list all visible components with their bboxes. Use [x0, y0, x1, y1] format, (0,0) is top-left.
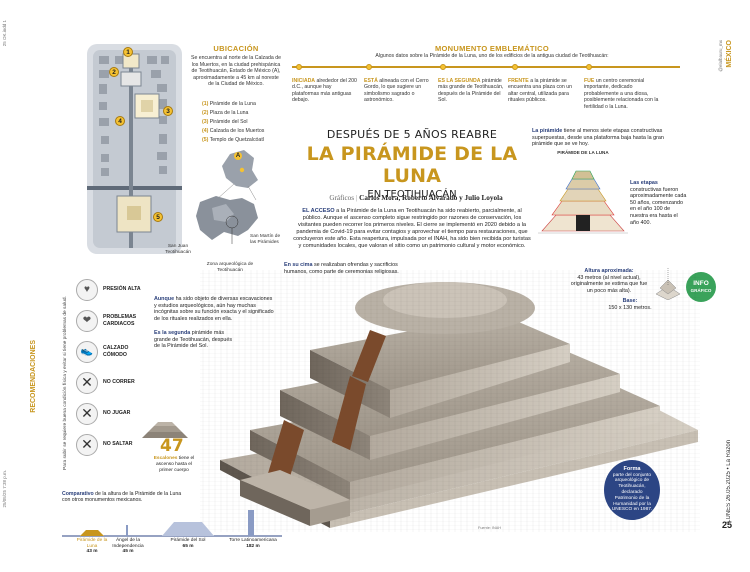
map-marker-2: 2	[109, 67, 119, 77]
credits: Gráficos | Carlos Mora, Roberto Alvarado…	[329, 194, 503, 202]
etapas-diagram: PIRÁMIDE DE LA LUNA	[538, 150, 628, 240]
etapas-desc: constructivas fueron aproximadamente cad…	[630, 186, 687, 226]
annotation-forma: Forma parte del conjunto arqueológico de…	[604, 460, 660, 520]
monumento-header: MONUMENTO EMBLEMÁTICO Algunos datos sobr…	[292, 44, 692, 60]
label-san-juan: San Juan Teotihuacán	[165, 244, 191, 255]
monumento-subtitle: Algunos datos sobre la Pirámide de la Lu…	[375, 53, 609, 59]
compare-item-2: Ángel de la Independencia 45 m	[112, 538, 144, 555]
margin-slug-top: 25 OK.indd 1	[2, 20, 7, 47]
intro-text: EL ACCESO a la Pirámide de la Luna en Te…	[293, 208, 531, 249]
section-label: MÉXICO	[726, 40, 733, 68]
recomendaciones-subtitle: Para subir se requiere buena condición f…	[63, 296, 68, 470]
compare-item-4: Torre Latinoamericana 182 m	[229, 538, 277, 549]
rec-item-6: ✕ NO SALTAR	[76, 429, 156, 460]
timeline-line	[292, 66, 680, 68]
recomendaciones-title: RECOMENDACIONES	[30, 340, 37, 413]
map-marker-5: 5	[153, 212, 163, 222]
ubicacion-text: Se encuentra al norte de la Calzada de l…	[191, 55, 281, 88]
rec-item-4: ✕ NO CORRER	[76, 367, 156, 398]
altura-diagram-graphic	[655, 268, 681, 301]
base-text: 150 x 130 metros.	[608, 304, 652, 311]
comparativo-chart: Pirámide de la Luna 43 m Ángel de la Ind…	[62, 508, 282, 568]
headline-main: LA PIRÁMIDE DE LA LUNA	[306, 143, 518, 187]
map-marker-1: 1	[123, 47, 133, 57]
legend-item-3: (3) Pirámide del Sol	[202, 119, 248, 125]
etapas-diagram-label: PIRÁMIDE DE LA LUNA	[557, 150, 609, 155]
recomendaciones-list: ♥ PRESIÓN ALTA ❤ PROBLEMAS CARDIACOS 👟 C…	[76, 274, 156, 460]
timeline-dot-3	[440, 64, 446, 70]
rec-item-5: ✕ NO JUGAR	[76, 398, 156, 429]
timeline-item-5: FUE un centro ceremonial importante, ded…	[584, 78, 659, 110]
compare-item-1: Pirámide de la Luna 43 m	[76, 538, 108, 555]
timeline-dot-1	[296, 64, 302, 70]
annotation-aunque: Aunque ha sido objeto de diversas excava…	[154, 296, 274, 322]
region-maps-graphic	[196, 150, 258, 244]
comparativo-intro: Comparativo de la altura de la Pirámide …	[62, 491, 182, 504]
timeline-dot-5	[586, 64, 592, 70]
map-marker-a: A	[234, 152, 242, 160]
section-sub: @elalbauru_mx	[718, 40, 723, 72]
comparativo-silhouettes	[62, 510, 282, 537]
legend-item-4: (4) Calzada de los Muertos	[202, 128, 265, 134]
etapas-side: Las etapas constructivas fueron aproxima…	[630, 180, 688, 226]
annotation-altura: Altura aproximada: 43 metros (al nivel a…	[568, 268, 650, 294]
escalones-steps-graphic	[142, 422, 188, 438]
rec-item-2: ❤ PROBLEMAS CARDIACOS	[76, 305, 156, 336]
no-jump-icon: ✕	[76, 433, 98, 456]
margin-slug-bottom: 25/05/25 7:38 p.m.	[2, 470, 7, 508]
no-play-icon: ✕	[76, 402, 98, 425]
etapas-diagram-graphic	[538, 170, 628, 234]
heart-icon: ❤	[76, 309, 98, 332]
ubicacion-block: UBICACIÓN Se encuentra al norte de la Ca…	[190, 44, 282, 88]
no-run-icon: ✕	[76, 371, 98, 394]
headline-place: EN TEOTIHUACÁN	[367, 189, 457, 200]
altura-text: 43 metros (al nivel actual), originalmen…	[570, 274, 648, 294]
timeline-item-1: INICIADA alrededor del 200 d.C., aunque …	[292, 78, 357, 104]
timeline-dot-4	[512, 64, 518, 70]
fuente-label: Fuente: INAH	[478, 526, 502, 530]
ubicacion-title: UBICACIÓN	[213, 44, 259, 53]
timeline-item-3: ES LA SEGUNDA pirámide más grande de Teo…	[438, 78, 504, 104]
escalones-number: 47	[160, 436, 184, 456]
label-san-martin: San Martín de las Pirámides	[250, 234, 281, 245]
etapas-intro: La pirámide tiene al menos siete etapas …	[532, 128, 664, 148]
timeline-dot-2	[366, 64, 372, 70]
legend-item-5: (5) Templo de Quetzalcóatl	[202, 137, 264, 143]
altura-diagram	[654, 264, 682, 301]
annotation-base: Base: 150 x 130 metros.	[598, 298, 662, 311]
altura-head: Altura aproximada:	[584, 268, 634, 274]
site-map-graphic	[87, 44, 182, 254]
map-marker-4: 4	[115, 116, 125, 126]
base-head: Base:	[622, 298, 638, 304]
rec-item-1: ♥ PRESIÓN ALTA	[76, 274, 156, 305]
shoe-icon: 👟	[76, 340, 98, 363]
annotation-segunda: Es la segunda pirámide más grande de Teo…	[154, 330, 233, 350]
annotation-cima: En su cima se realizaban ofrendas y sacr…	[284, 262, 399, 275]
footer-date: LUNES 26.05.2025 • La Razón	[726, 440, 732, 523]
timeline-item-2: ESTÁ alineada con el Cerro Gordo, lo que…	[364, 78, 429, 104]
headline: DESPUÉS DE 5 AÑOS REABRE LA PIRÁMIDE DE …	[296, 128, 528, 200]
compare-item-3: Pirámide del Sol 65 m	[170, 538, 206, 549]
legend-item-2: (2) Plaza de la Luna	[202, 110, 249, 116]
monumento-title: MONUMENTO EMBLEMÁTICO	[434, 44, 550, 53]
region-maps: A San Juan Teotihuacán San Martín de las…	[165, 148, 282, 278]
heart-pressure-icon: ♥	[76, 278, 98, 301]
site-map: 1 2 3 4 5	[87, 44, 182, 254]
ubicacion-legend: (1) Pirámide de la Luna (2) Plaza de la …	[202, 100, 292, 145]
headline-kicker: DESPUÉS DE 5 AÑOS REABRE	[326, 128, 498, 141]
rec-item-3: 👟 CALZADO CÓMODO	[76, 336, 156, 367]
map-marker-3: 3	[163, 106, 173, 116]
etapas-head: Las etapas	[630, 180, 658, 186]
escalones-graphic	[140, 420, 190, 440]
page-number: 25	[722, 520, 733, 530]
escalones-text: Escalones tiene el ascenso hasta el prim…	[153, 456, 195, 473]
timeline-item-4: FRENTE a la pirámide se encuentra una pl…	[508, 78, 573, 104]
legend-item-1: (1) Pirámide de la Luna	[202, 101, 256, 107]
